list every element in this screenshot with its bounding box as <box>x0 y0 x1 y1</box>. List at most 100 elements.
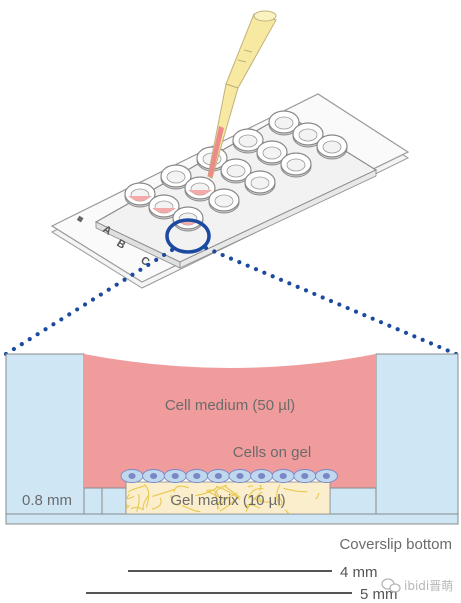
gel-fiber <box>214 484 227 498</box>
label-cell-medium: Cell medium (50 µl) <box>165 397 295 414</box>
zoom-dot <box>203 245 209 251</box>
gel-fiber <box>246 504 261 509</box>
zoom-dot <box>106 287 111 292</box>
cell <box>163 469 187 483</box>
gel-fiber <box>151 497 162 510</box>
gel-fiber <box>245 491 263 512</box>
well <box>280 152 312 178</box>
zoom-dot <box>27 337 32 342</box>
well <box>292 122 324 148</box>
zoom-dot <box>428 341 434 346</box>
zoom-dot <box>328 298 334 304</box>
zoom-dot <box>237 260 242 265</box>
zoom-dot <box>122 277 127 282</box>
well <box>148 194 180 220</box>
cell <box>120 469 144 483</box>
gel-fiber <box>283 487 308 493</box>
gel-fiber <box>136 494 140 512</box>
zoom-dot <box>161 252 167 258</box>
zoom-dot <box>270 274 275 279</box>
pipette <box>207 10 277 179</box>
gel-fiber <box>130 506 145 511</box>
well <box>316 134 348 160</box>
gel-fiber <box>195 486 219 497</box>
zoom-dot <box>370 316 375 321</box>
label-cells-on-gel: Cells on gel <box>233 444 311 461</box>
zoom-dot <box>67 312 72 317</box>
scale-label-5mm: 5 mm <box>360 586 398 603</box>
gel-fiber <box>128 485 145 493</box>
zoom-dot <box>82 302 88 307</box>
micro-slide: A B C ■ <box>50 93 410 289</box>
gel-fiber <box>181 504 201 513</box>
well <box>160 164 192 190</box>
well <box>184 176 216 202</box>
gel-fiber <box>215 485 241 500</box>
gel-fiber <box>247 487 264 499</box>
zoom-dot <box>43 327 48 332</box>
gel-fiber <box>276 484 281 503</box>
gel-fiber <box>315 492 320 500</box>
zoom-dot <box>11 346 17 352</box>
zoom-dot <box>212 249 217 254</box>
well <box>172 206 204 232</box>
zoom-dot <box>75 307 80 312</box>
scale-label-4mm: 4 mm <box>340 564 378 581</box>
zoom-dot <box>98 292 103 297</box>
cell-medium <box>84 354 376 488</box>
gel-fiber <box>143 484 150 508</box>
left-step <box>83 487 103 515</box>
gel-fiber <box>151 488 176 497</box>
zoom-dot <box>337 302 342 307</box>
zoom-dot <box>320 295 325 300</box>
zoom-dot <box>220 252 225 258</box>
zoom-dot <box>228 256 234 261</box>
zoom-lines <box>3 245 459 357</box>
zoom-dot <box>114 282 119 287</box>
cell <box>250 469 274 483</box>
cell <box>206 469 230 483</box>
zoom-dot <box>362 313 367 318</box>
gel-fiber <box>215 494 219 510</box>
wechat-icon <box>381 578 401 593</box>
zoom-dot <box>245 263 250 268</box>
zoom-dot <box>146 262 151 267</box>
gel-fiber <box>258 493 272 503</box>
zoom-dot <box>278 277 284 282</box>
zoom-dot <box>403 330 409 335</box>
watermark-text: ibidi晋萌 <box>404 579 453 593</box>
well <box>232 128 264 154</box>
well <box>256 140 288 166</box>
gel-fiber <box>285 509 289 514</box>
coverslip <box>5 513 459 525</box>
gel-fiber <box>277 496 283 507</box>
zoom-dot <box>420 337 425 342</box>
zoom-dot <box>35 332 40 337</box>
zoom-dot <box>353 309 359 314</box>
zoom-dot <box>378 320 384 325</box>
right-step <box>329 487 377 515</box>
zoom-dot <box>154 257 159 263</box>
zoom-dot <box>295 284 300 289</box>
zoom-dot <box>90 297 96 302</box>
zoom-dot <box>395 327 400 332</box>
gel-fiber <box>126 504 131 509</box>
cell <box>293 469 317 483</box>
zoom-dot <box>287 281 292 286</box>
cell <box>228 469 252 483</box>
label-height: 0.8 mm <box>22 492 72 509</box>
cross-section <box>5 353 459 525</box>
zoom-dot <box>59 317 64 322</box>
zoom-dot <box>412 334 417 339</box>
watermark: ibidi晋萌 <box>381 578 453 593</box>
label-gel-matrix: Gel matrix (10 µl) <box>170 492 285 509</box>
gel-fiber <box>126 493 134 500</box>
zoom-dot <box>387 323 392 328</box>
zoom-dot <box>345 305 350 311</box>
corner-mark: ■ <box>74 213 85 226</box>
zoom-dot <box>303 288 309 293</box>
label-coverslip: Coverslip bottom <box>339 536 452 553</box>
zoom-dot <box>138 267 143 272</box>
right-wall <box>375 353 459 515</box>
